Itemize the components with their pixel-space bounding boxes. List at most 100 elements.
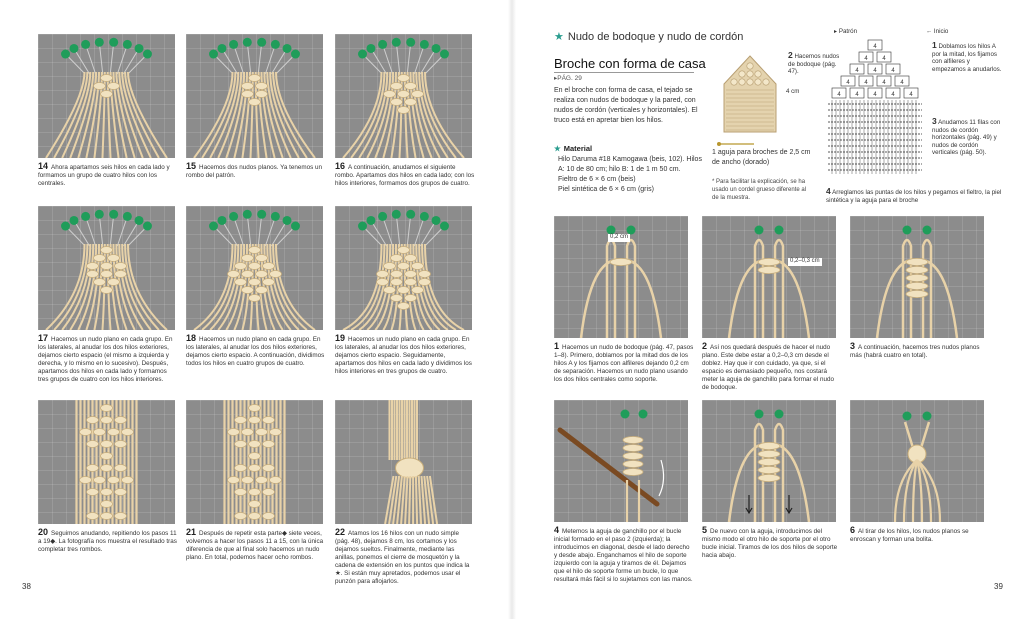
pin-icon — [282, 43, 292, 53]
pin-icon — [61, 221, 71, 231]
pin-icon — [406, 209, 416, 219]
pin-icon — [134, 43, 144, 53]
pin-icon — [902, 225, 912, 235]
svg-text:4: 4 — [873, 44, 877, 50]
svg-text:4: 4 — [909, 92, 913, 98]
measure-label-1: 0,2 cm — [608, 234, 631, 242]
pin-icon — [282, 215, 292, 225]
pin-icon — [754, 225, 764, 235]
brooch-photo-1 — [554, 216, 688, 338]
pin-icon — [134, 215, 144, 225]
pin-icon — [229, 39, 239, 49]
pin-icon — [94, 37, 104, 47]
pin-icon — [81, 39, 91, 49]
svg-text:4: 4 — [900, 80, 904, 86]
page-number-left: 38 — [22, 582, 31, 591]
pin-icon — [217, 215, 227, 225]
diagram-step-1: 1 Doblamos los hilos A por la mitad, los… — [932, 40, 1002, 73]
step-photo-18 — [186, 206, 323, 330]
pin-icon — [69, 43, 79, 53]
step-photo-15 — [186, 34, 323, 158]
svg-text:4: 4 — [855, 92, 859, 98]
pin-icon — [366, 43, 376, 53]
material-heading: ★Material — [554, 144, 593, 153]
note: * Para facilitar la explicación, se ha u… — [712, 179, 807, 201]
pin-icon — [439, 49, 449, 59]
title-rule — [554, 72, 694, 73]
pin-item: 1 aguja para broches de 2,5 cm de ancho … — [712, 149, 811, 166]
pin-icon — [378, 211, 388, 221]
pin-icon — [606, 225, 616, 235]
diagram-step-3: 3 Anudamos 11 filas con nudos de cordón … — [932, 116, 1001, 156]
pin-icon — [774, 409, 784, 419]
pin-icon — [270, 39, 280, 49]
pin-icon — [431, 215, 441, 225]
section-title: ★Nudo de bodoque y nudo de cordón — [554, 31, 744, 43]
pin-icon — [378, 39, 388, 49]
pin-icon — [774, 225, 784, 235]
pin-icon — [391, 209, 401, 219]
pin-icon — [270, 211, 280, 221]
brooch-photo-2 — [702, 216, 836, 338]
svg-text:4: 4 — [837, 92, 841, 98]
pin-icon — [229, 211, 239, 221]
page-number-right: 39 — [994, 582, 1003, 591]
svg-text:4: 4 — [882, 56, 886, 62]
step-photo-19 — [335, 206, 472, 330]
material-list: Hilo Daruma #18 Kamogawa (beis, 102). Hi… — [558, 155, 708, 195]
svg-text:4: 4 — [873, 92, 877, 98]
brooch-photo-4 — [554, 400, 688, 522]
step-photo-17 — [38, 206, 175, 330]
brooch-pin-icon — [717, 142, 754, 146]
pin-icon — [69, 215, 79, 225]
star-icon: ★ — [554, 144, 561, 153]
pin-icon — [209, 221, 219, 231]
step-photo-16 — [335, 34, 472, 158]
pin-icon — [122, 211, 132, 221]
svg-text:4: 4 — [855, 68, 859, 74]
brooch-photo-3 — [850, 216, 984, 338]
pin-icon — [391, 37, 401, 47]
material-item: Piel sintética de 6 × 6 cm (gris) — [558, 186, 654, 193]
step-photo-20 — [38, 400, 175, 524]
material-item: Fieltro de 6 × 6 cm (beis) — [558, 176, 636, 183]
brooch-illustration — [723, 55, 777, 133]
pin-icon — [290, 49, 300, 59]
pin-icon — [922, 411, 932, 421]
pin-icon — [439, 221, 449, 231]
pin-icon — [242, 37, 252, 47]
size-label: 4 cm — [786, 88, 800, 95]
pin-icon — [419, 39, 429, 49]
pin-icon — [638, 409, 648, 419]
step-photo-21 — [186, 400, 323, 524]
pin-icon — [94, 209, 104, 219]
brooch-photo-5 — [702, 400, 836, 522]
right-page: ★Nudo de bodoque y nudo de cordón Broche… — [512, 0, 1024, 619]
pin-icon — [419, 211, 429, 221]
pin-icon — [922, 225, 932, 235]
svg-text:4: 4 — [873, 68, 877, 74]
material-item: Hilo Daruma #18 Kamogawa (beis, 102). Hi… — [558, 156, 702, 173]
pin-icon — [61, 49, 71, 59]
svg-text:4: 4 — [882, 80, 886, 86]
diagram-step-2: 2 Hacemos nudos de bodoque (pág. 47). — [788, 50, 840, 75]
pin-icon — [366, 215, 376, 225]
pin-icon — [81, 211, 91, 221]
svg-text:4: 4 — [864, 80, 868, 86]
book-gutter — [508, 0, 516, 619]
